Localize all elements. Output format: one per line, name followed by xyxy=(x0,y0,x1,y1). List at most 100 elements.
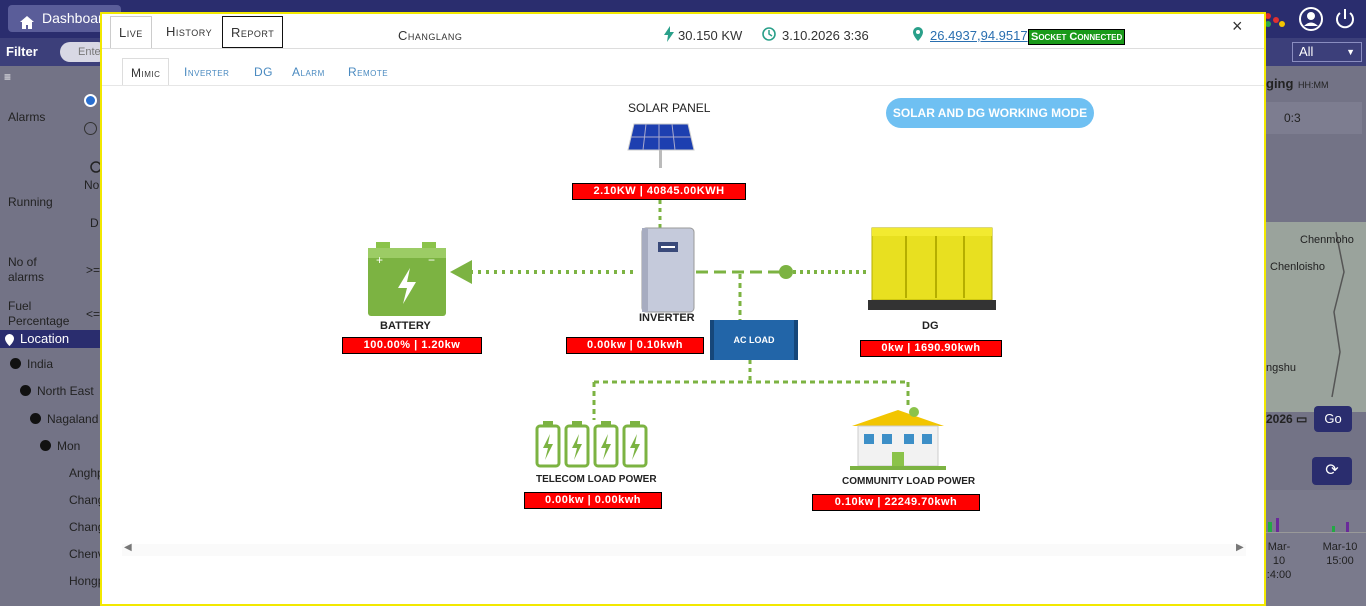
calendar-icon: ▭ xyxy=(1296,412,1308,426)
location-label: Location xyxy=(20,331,70,346)
tab-live[interactable]: Live xyxy=(110,16,152,48)
site-name: Changlang xyxy=(398,28,463,43)
tree-item-site[interactable]: Hongp xyxy=(69,574,104,588)
community-label: COMMUNITY LOAD POWER xyxy=(842,476,976,487)
dg-label: DG xyxy=(922,320,939,332)
tree-item-nagaland[interactable]: Nagaland xyxy=(30,412,98,426)
divider xyxy=(102,85,1264,86)
alarms-radio-1[interactable] xyxy=(84,94,97,107)
tree-label: India xyxy=(27,357,54,371)
telecom-label: TELECOM LOAD POWER xyxy=(536,474,657,485)
inverter-label: INVERTER xyxy=(639,312,695,324)
subtab-alarm[interactable]: Alarm xyxy=(292,65,325,79)
running-option-no: No xyxy=(84,178,100,192)
coordinates-link[interactable]: 26.4937,94.9517 xyxy=(930,28,1028,43)
site-detail-modal: Live History Report Changlang 30.150 KW … xyxy=(100,12,1266,606)
battery-value: 100.00% | 1.20kw xyxy=(342,337,482,354)
chart-bar xyxy=(1276,518,1279,532)
location-header: Location xyxy=(0,330,100,348)
tree-label: Anghp xyxy=(69,466,104,480)
tree-item-site[interactable]: Anghp xyxy=(69,466,104,480)
no-of-alarms-label-1: No of xyxy=(8,255,37,269)
filter-lines-icon: ≡ xyxy=(4,70,12,84)
go-button[interactable]: Go xyxy=(1314,406,1352,432)
clock-icon xyxy=(762,27,776,46)
tree-label: Chenv xyxy=(69,547,104,561)
tree-label: Mon xyxy=(57,439,81,453)
tab-report[interactable]: Report xyxy=(222,16,284,48)
dg-value: 0kw | 1690.90kwh xyxy=(860,340,1002,357)
collapse-icon xyxy=(20,385,31,396)
tree-item-site[interactable]: Chenv xyxy=(69,547,104,561)
horizontal-scrollbar[interactable] xyxy=(122,544,1246,556)
status-dots-icon xyxy=(1262,10,1286,35)
map-label: Chenmoho xyxy=(1300,234,1354,246)
refresh-button[interactable]: ⟳ xyxy=(1312,457,1352,485)
divider xyxy=(102,48,1264,49)
total-power: 30.150 KW xyxy=(678,28,743,43)
fuel-label-1: Fuel xyxy=(8,299,32,313)
fuel-label-2: Percentage xyxy=(8,314,70,328)
chart-bar xyxy=(1346,522,1349,532)
collapse-icon xyxy=(10,358,21,369)
tree-item-site[interactable]: Chang xyxy=(69,520,104,534)
date-input[interactable]: 2026 ▭ xyxy=(1266,412,1307,426)
fuel-operator[interactable]: <= xyxy=(86,307,101,321)
location-pin-icon xyxy=(5,333,14,351)
alarms-label: Alarms xyxy=(8,110,46,124)
filter-search-input[interactable]: Ente xyxy=(60,42,108,62)
scroll-right-icon[interactable]: ▶ xyxy=(1236,542,1244,553)
inverter-icon xyxy=(640,226,696,319)
working-mode-badge: SOLAR AND DG WORKING MODE xyxy=(886,98,1094,128)
scroll-left-icon[interactable]: ◀ xyxy=(124,542,132,553)
socket-status-badge: Socket Connected xyxy=(1028,29,1126,45)
running-option-d: D xyxy=(90,216,99,230)
solar-value: 2.10KW | 40845.00KWH xyxy=(572,183,746,200)
user-icon[interactable] xyxy=(1298,6,1324,37)
tab-history[interactable]: History xyxy=(166,24,213,39)
community-building-icon xyxy=(848,402,948,477)
alarms-radio-2[interactable] xyxy=(84,122,97,135)
subtab-inverter[interactable]: Inverter xyxy=(184,65,230,79)
tree-label: Nagaland xyxy=(47,412,99,426)
all-select[interactable]: All▼ xyxy=(1292,42,1362,62)
timestamp: 3.10.2026 3:36 xyxy=(782,28,869,43)
tree-label: North East xyxy=(37,384,94,398)
no-of-alarms-label-2: alarms xyxy=(8,270,45,284)
bolt-icon xyxy=(664,26,674,47)
tree-item-site[interactable]: Chang xyxy=(69,493,104,507)
subtab-mimic[interactable]: Mimic xyxy=(122,58,170,86)
battery-label: BATTERY xyxy=(380,320,431,332)
subtab-remote[interactable]: Remote xyxy=(348,65,389,79)
telecom-battery-icon xyxy=(534,420,650,475)
generator-icon xyxy=(866,226,998,319)
dashboard-label: Dashboard xyxy=(42,10,111,26)
home-icon xyxy=(20,11,34,29)
community-value: 0.10kw | 22249.70kwh xyxy=(812,494,980,511)
tree-item-india[interactable]: India xyxy=(10,357,53,371)
svg-text:−: − xyxy=(428,253,435,267)
solar-label: SOLAR PANEL xyxy=(628,101,711,115)
power-icon[interactable] xyxy=(1332,6,1358,37)
subtab-dg[interactable]: DG xyxy=(254,65,273,79)
tree-item-north-east[interactable]: North East xyxy=(20,384,94,398)
telecom-value: 0.00kw | 0.00kwh xyxy=(524,492,662,509)
tree-label: Chang xyxy=(69,493,105,507)
map-view[interactable]: Chenmoho Chenloisho ngshu xyxy=(1266,222,1366,412)
right-heading: ging xyxy=(1266,76,1294,91)
chevron-down-icon: ▼ xyxy=(1346,47,1355,57)
date-value: 2026 xyxy=(1266,412,1293,426)
location-pin-icon xyxy=(913,27,923,46)
close-button[interactable]: × xyxy=(1232,16,1243,36)
chart-bar xyxy=(1332,526,1335,532)
flow-lines xyxy=(450,200,910,420)
battery-icon: +− xyxy=(366,240,448,323)
refresh-icon: ⟳ xyxy=(1325,462,1339,479)
collapse-icon xyxy=(40,440,51,451)
solar-panel-icon xyxy=(626,122,696,175)
no-of-alarms-operator[interactable]: >= xyxy=(86,263,101,277)
tree-label: Hongp xyxy=(69,574,105,588)
tree-item-mon[interactable]: Mon xyxy=(40,439,80,453)
tree-label: Chang xyxy=(69,520,105,534)
